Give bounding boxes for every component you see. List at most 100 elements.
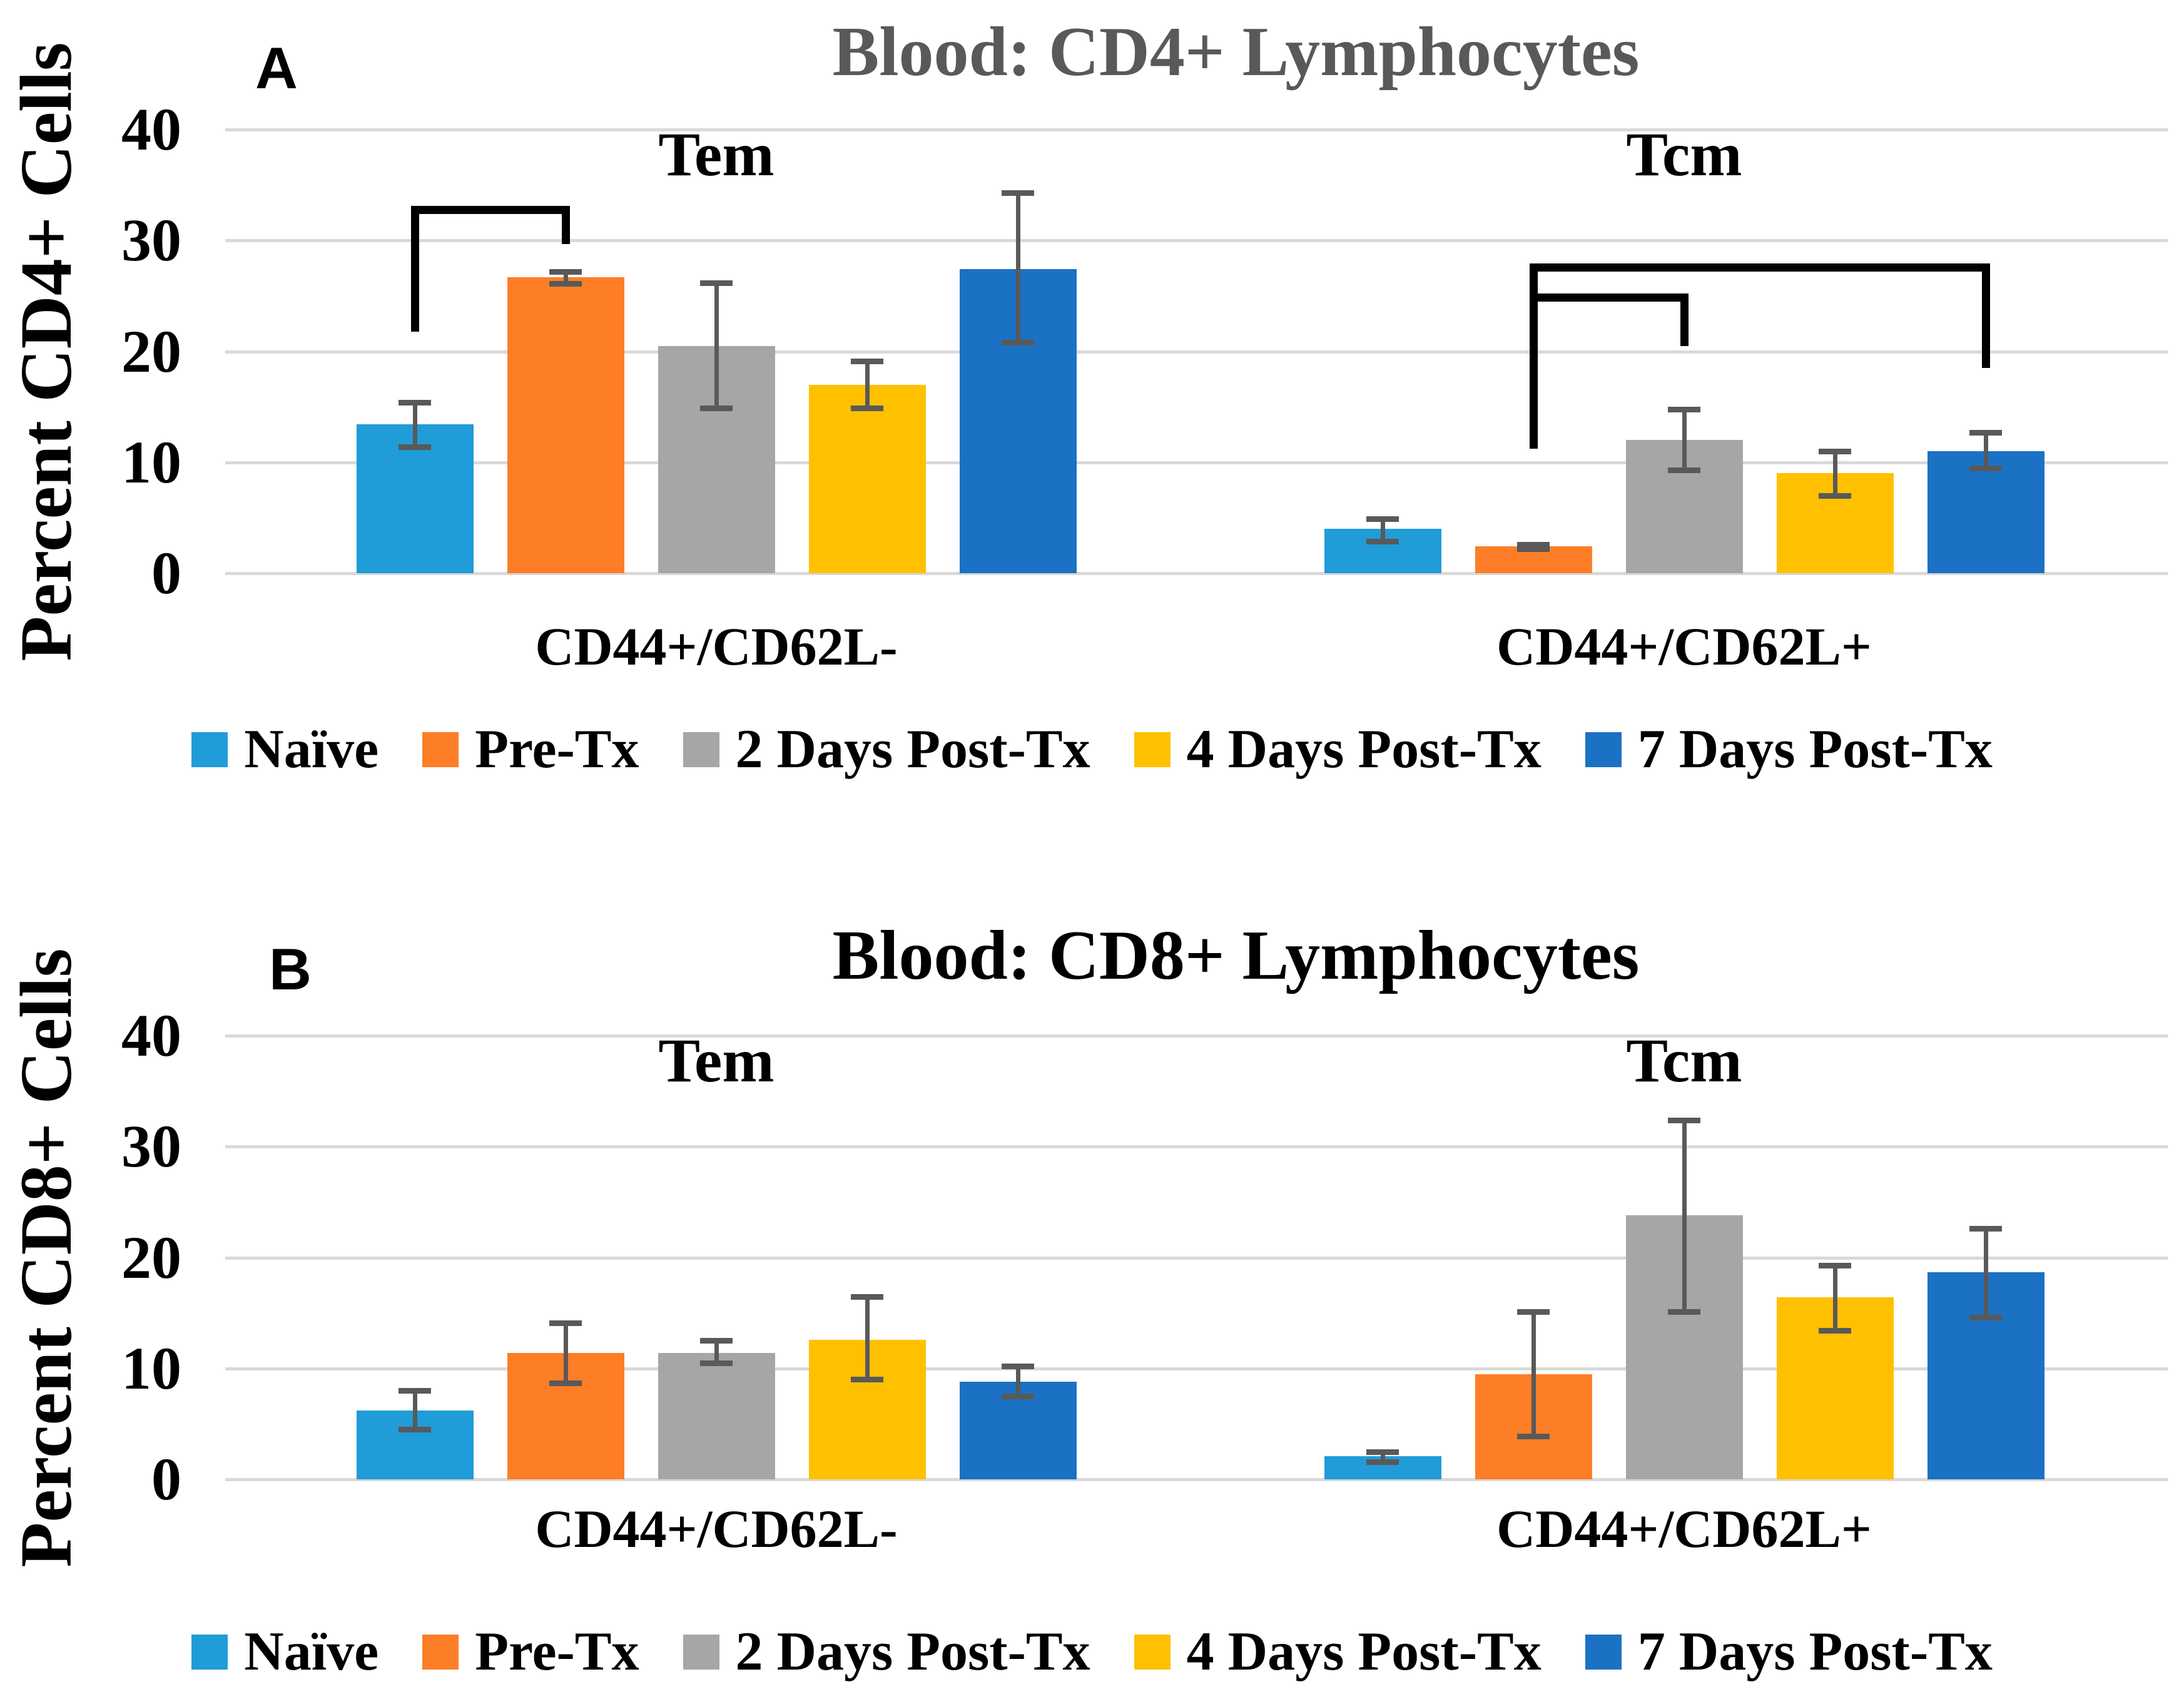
legend-item: 4 Days Post-Tx — [1134, 1621, 1541, 1683]
error-bar-cap-top — [1002, 1364, 1034, 1369]
legend-item: Naïve — [191, 719, 378, 780]
significance-bracket — [1530, 293, 1689, 302]
bar — [1928, 451, 2044, 573]
legend-label: Pre-Tx — [475, 719, 639, 780]
error-bar-cap-bottom — [1517, 546, 1550, 552]
panel-a-title: Blood: CD4+ Lymphocytes — [832, 13, 1640, 91]
error-bar-cap-bottom — [1819, 493, 1851, 499]
error-bar-cap-top — [549, 1320, 582, 1326]
legend-swatch — [1585, 1635, 1622, 1670]
error-bar-cap-top — [549, 269, 582, 275]
error-bar — [1833, 451, 1837, 496]
error-bar-cap-top — [1366, 1449, 1399, 1455]
error-bar — [865, 361, 870, 408]
y-tick-label: 0 — [151, 1446, 181, 1513]
significance-bracket — [411, 206, 570, 214]
error-bar-cap-bottom — [1969, 466, 2002, 471]
error-bar-cap-bottom — [1002, 1394, 1034, 1399]
legend-label: 2 Days Post-Tx — [735, 719, 1090, 780]
error-bar — [1381, 1452, 1385, 1462]
panel-b-letter: B — [269, 936, 312, 1002]
gridline — [225, 128, 2168, 131]
error-bar — [1381, 519, 1385, 541]
error-bar — [413, 402, 417, 447]
y-tick-label: 30 — [121, 207, 181, 273]
legend-swatch — [422, 732, 459, 768]
error-bar — [564, 1323, 568, 1383]
error-bar-cap-bottom — [1969, 1315, 2002, 1320]
error-bar-cap-top — [1668, 407, 1700, 412]
error-bar-cap-bottom — [399, 444, 431, 450]
error-bar — [1016, 1366, 1020, 1396]
error-bar-cap-bottom — [851, 1377, 883, 1382]
error-bar-cap-top — [1969, 1226, 2002, 1232]
error-bar — [564, 272, 568, 283]
error-bar-cap-bottom — [1668, 1309, 1700, 1315]
error-bar — [1984, 432, 1988, 468]
legend-swatch — [191, 732, 228, 768]
error-bar-cap-top — [1517, 1309, 1550, 1315]
gridline — [225, 1034, 2168, 1038]
error-bar — [1531, 1312, 1536, 1436]
gridline — [225, 1257, 2168, 1260]
legend-item: 4 Days Post-Tx — [1134, 719, 1541, 780]
legend-label: 4 Days Post-Tx — [1186, 719, 1541, 780]
legend-swatch — [1134, 732, 1171, 768]
bar — [507, 277, 624, 573]
error-bar-cap-bottom — [1668, 467, 1700, 473]
error-bar — [1682, 1120, 1687, 1312]
legend-swatch — [191, 1635, 228, 1670]
error-bar-cap-bottom — [851, 406, 883, 411]
significance-bracket — [411, 206, 419, 332]
error-bar-cap-top — [1366, 516, 1399, 522]
gridline — [225, 461, 2168, 464]
legend-item: 7 Days Post-Tx — [1585, 719, 1993, 780]
group-label: Tcm — [1626, 120, 1742, 189]
error-bar-cap-top — [851, 359, 883, 364]
y-tick-label: 10 — [121, 1335, 181, 1402]
significance-bracket — [1982, 263, 1990, 368]
legend-label: 4 Days Post-Tx — [1186, 1621, 1541, 1682]
legend-item: 2 Days Post-Tx — [683, 1621, 1090, 1683]
legend-label: Naïve — [244, 1621, 379, 1682]
legend-label: Pre-Tx — [475, 1621, 639, 1682]
error-bar-cap-bottom — [700, 1360, 733, 1366]
error-bar-cap-bottom — [700, 406, 733, 411]
error-bar-cap-top — [1819, 1263, 1851, 1268]
error-bar-cap-top — [1819, 449, 1851, 454]
error-bar — [1833, 1265, 1837, 1330]
error-bar — [413, 1390, 417, 1429]
legend: Naïve Pre-Tx 2 Days Post-Tx 4 Days Post-Tx 7… — [0, 1621, 2184, 1683]
legend-label: 7 Days Post-Tx — [1637, 719, 1993, 780]
error-bar — [714, 1340, 719, 1363]
error-bar — [865, 1297, 870, 1379]
legend-item: Pre-Tx — [422, 719, 639, 780]
panel-b-title: Blood: CD8+ Lymphocytes — [832, 917, 1640, 994]
error-bar-cap-top — [399, 400, 431, 406]
y-tick-label: 20 — [121, 1224, 181, 1291]
gridline — [225, 239, 2168, 242]
y-tick-label: 30 — [121, 1113, 181, 1180]
legend-swatch — [683, 732, 719, 768]
y-tick-label: 40 — [121, 1002, 181, 1069]
error-bar-cap-top — [1969, 430, 2002, 436]
error-bar-cap-top — [1668, 1118, 1700, 1123]
panel-a-letter: A — [255, 35, 298, 101]
legend: Naïve Pre-Tx 2 Days Post-Tx 4 Days Post-Tx 7… — [0, 719, 2184, 780]
error-bar-cap-bottom — [1366, 539, 1399, 544]
legend-swatch — [1134, 1635, 1171, 1670]
legend-label: 2 Days Post-Tx — [735, 1621, 1090, 1682]
gridline — [225, 350, 2168, 354]
gridline — [225, 1145, 2168, 1148]
error-bar — [714, 283, 719, 408]
gridline — [225, 572, 2168, 575]
bar — [809, 385, 926, 573]
legend-item: 7 Days Post-Tx — [1585, 1621, 1993, 1683]
legend-swatch — [1585, 732, 1622, 768]
legend-label: 7 Days Post-Tx — [1637, 1621, 1993, 1682]
error-bar — [1682, 409, 1687, 470]
legend-item: 2 Days Post-Tx — [683, 719, 1090, 780]
error-bar-cap-top — [700, 280, 733, 286]
significance-bracket — [1530, 263, 1538, 449]
